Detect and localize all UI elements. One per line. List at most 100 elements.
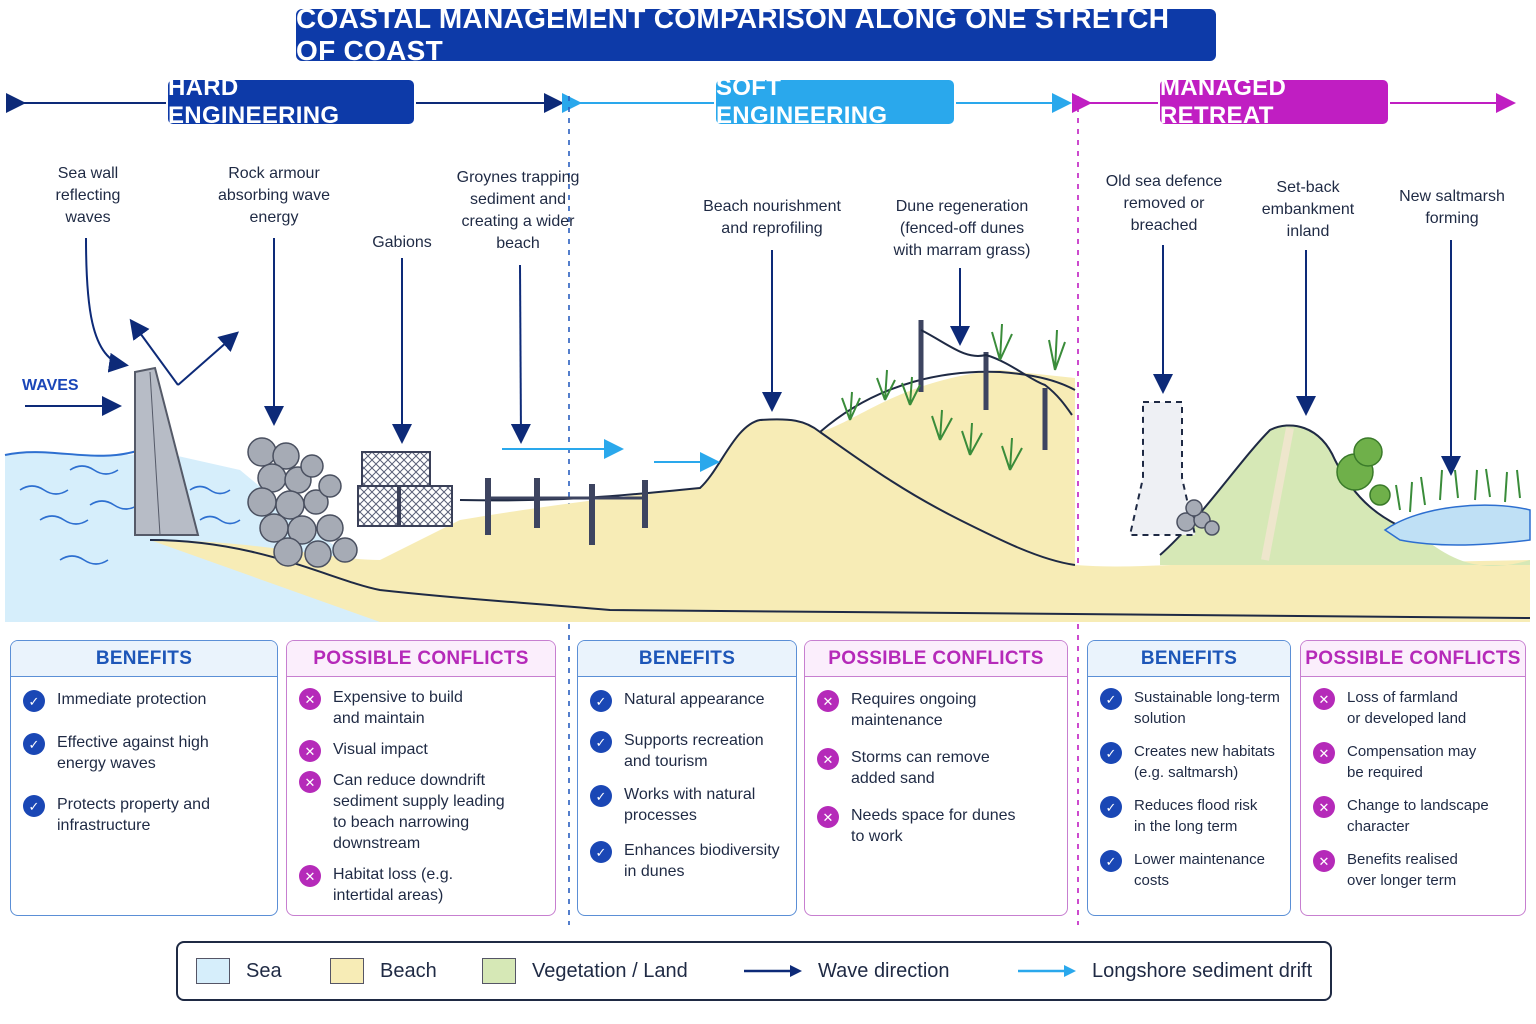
list-item: ✕Can reduce downdrift sediment supply le… <box>299 770 547 854</box>
check-icon: ✓ <box>1100 742 1122 764</box>
legend-item-vegetation: Vegetation / Land <box>482 943 688 999</box>
vegetation-swatch <box>482 958 516 984</box>
label-beach-nourishment: Beach nourishment and reprofiling <box>703 198 841 237</box>
panel-heading: BENEFITS <box>578 641 796 677</box>
cross-icon: ✕ <box>817 806 839 828</box>
list-item: ✓Creates new habitats (e.g. saltmarsh) <box>1100 741 1282 783</box>
list-item: ✕Compensation may be required <box>1313 741 1517 783</box>
cross-icon: ✕ <box>817 690 839 712</box>
list-item: ✓Immediate protection <box>23 689 269 712</box>
label-groynes: Groynes trapping sediment and creating a… <box>456 169 580 252</box>
conflict-list: ✕Expensive to build and maintain ✕Visual… <box>287 677 555 906</box>
beach-swatch <box>330 958 364 984</box>
diagram-title: COASTAL MANAGEMENT COMPARISON ALONG ONE … <box>296 3 1216 66</box>
check-icon: ✓ <box>590 841 612 863</box>
panel-heading: POSSIBLE CONFLICTS <box>287 641 555 677</box>
rubble <box>1176 499 1220 536</box>
panel-soft-benefits: BENEFITS ✓Natural appearance ✓Supports r… <box>577 640 797 916</box>
check-icon: ✓ <box>23 690 45 712</box>
gabions <box>357 451 453 527</box>
label-rock-armour: Rock armour absorbing wave energy <box>217 165 331 226</box>
list-item: ✓Reduces flood risk in the long term <box>1100 795 1282 837</box>
panel-heading: BENEFITS <box>11 641 277 677</box>
beach-area <box>150 370 1530 622</box>
list-item: ✓Supports recreation and tourism <box>590 730 788 772</box>
benefit-list: ✓Immediate protection ✓Effective against… <box>11 677 277 836</box>
list-item: ✕Expensive to build and maintain <box>299 687 547 729</box>
legend-item-sea: Sea <box>196 943 282 999</box>
cross-icon: ✕ <box>299 740 321 762</box>
panel-hard-conflicts: POSSIBLE CONFLICTS ✕Expensive to build a… <box>286 640 556 916</box>
cross-icon: ✕ <box>299 771 321 793</box>
check-icon: ✓ <box>23 733 45 755</box>
panel-heading: POSSIBLE CONFLICTS <box>1301 641 1525 677</box>
cross-icon: ✕ <box>299 865 321 887</box>
label-sea-wall: Sea wall reflecting waves <box>55 165 121 226</box>
wave-direction-arrow-icon <box>744 965 802 977</box>
label-new-saltmarsh: New saltmarsh forming <box>1399 188 1505 227</box>
saltmarsh-water <box>1383 504 1531 546</box>
list-item: ✕Visual impact <box>299 739 547 762</box>
list-item: ✓Lower maintenance costs <box>1100 849 1282 891</box>
panel-retreat-conflicts: POSSIBLE CONFLICTS ✕Loss of farmland or … <box>1300 640 1526 916</box>
cross-icon: ✕ <box>1313 796 1335 818</box>
list-item: ✓Natural appearance <box>590 689 788 712</box>
legend: Sea Beach Vegetation / Land Wave directi… <box>176 941 1332 1001</box>
benefit-list: ✓Natural appearance ✓Supports recreation… <box>578 677 796 882</box>
vegetation-area <box>1160 425 1530 566</box>
benefit-list: ✓Sustainable long-term solution ✓Creates… <box>1088 677 1290 891</box>
marram-grass <box>841 323 1066 471</box>
waves-label: WAVES <box>22 377 79 394</box>
check-icon: ✓ <box>1100 688 1122 710</box>
list-item: ✓Works with natural processes <box>590 784 788 826</box>
list-item: ✕Requires ongoing maintenance <box>817 689 1059 731</box>
dune-fence <box>918 320 1048 450</box>
list-item: ✕Change to landscape character <box>1313 795 1517 837</box>
panel-heading: POSSIBLE CONFLICTS <box>805 641 1067 677</box>
old-defence-outline <box>1128 401 1197 536</box>
groynes <box>485 478 648 545</box>
section-label-soft: SOFT ENGINEERING <box>716 74 954 129</box>
label-setback-embankment: Set-back embankment inland <box>1261 179 1355 240</box>
label-dune-regeneration: Dune regeneration (fenced-off dunes with… <box>893 198 1031 259</box>
sea-wall <box>134 366 200 536</box>
check-icon: ✓ <box>590 785 612 807</box>
conflict-list: ✕Loss of farmland or developed land ✕Com… <box>1301 677 1525 891</box>
list-item: ✓Enhances biodiversity in dunes <box>590 840 788 882</box>
cross-icon: ✕ <box>299 688 321 710</box>
panel-soft-conflicts: POSSIBLE CONFLICTS ✕Requires ongoing mai… <box>804 640 1068 916</box>
panel-hard-benefits: BENEFITS ✓Immediate protection ✓Effectiv… <box>10 640 278 916</box>
cross-icon: ✕ <box>817 748 839 770</box>
check-icon: ✓ <box>1100 796 1122 818</box>
legend-item-wave-direction: Wave direction <box>744 943 950 999</box>
cross-icon: ✕ <box>1313 850 1335 872</box>
list-item: ✕Loss of farmland or developed land <box>1313 687 1517 729</box>
list-item: ✕Benefits realised over longer term <box>1313 849 1517 891</box>
check-icon: ✓ <box>1100 850 1122 872</box>
list-item: ✕Habitat loss (e.g. intertidal areas) <box>299 864 547 906</box>
label-gabions: Gabions <box>372 234 432 251</box>
list-item: ✓Effective against high energy waves <box>23 732 269 774</box>
sea-swatch <box>196 958 230 984</box>
list-item: ✓Sustainable long-term solution <box>1100 687 1282 729</box>
section-label-retreat: MANAGED RETREAT <box>1160 74 1388 129</box>
panel-retreat-benefits: BENEFITS ✓Sustainable long-term solution… <box>1087 640 1291 916</box>
legend-item-beach: Beach <box>330 943 437 999</box>
rock-armour <box>247 437 358 568</box>
check-icon: ✓ <box>590 731 612 753</box>
cross-icon: ✕ <box>1313 688 1335 710</box>
list-item: ✓Protects property and infrastructure <box>23 794 269 836</box>
conflict-list: ✕Requires ongoing maintenance ✕Storms ca… <box>805 677 1067 847</box>
saltmarsh-reeds <box>1395 468 1521 513</box>
legend-item-longshore: Longshore sediment drift <box>1018 943 1312 999</box>
list-item: ✕Needs space for dunes to work <box>817 805 1059 847</box>
label-old-defence: Old sea defence removed or breached <box>1105 173 1223 234</box>
cross-icon: ✕ <box>1313 742 1335 764</box>
check-icon: ✓ <box>23 795 45 817</box>
wave-lines <box>19 465 241 565</box>
longshore-drift-arrow-icon <box>1018 965 1076 977</box>
section-label-hard: HARD ENGINEERING <box>168 74 414 129</box>
list-item: ✕Storms can remove added sand <box>817 747 1059 789</box>
trees <box>1336 437 1391 506</box>
